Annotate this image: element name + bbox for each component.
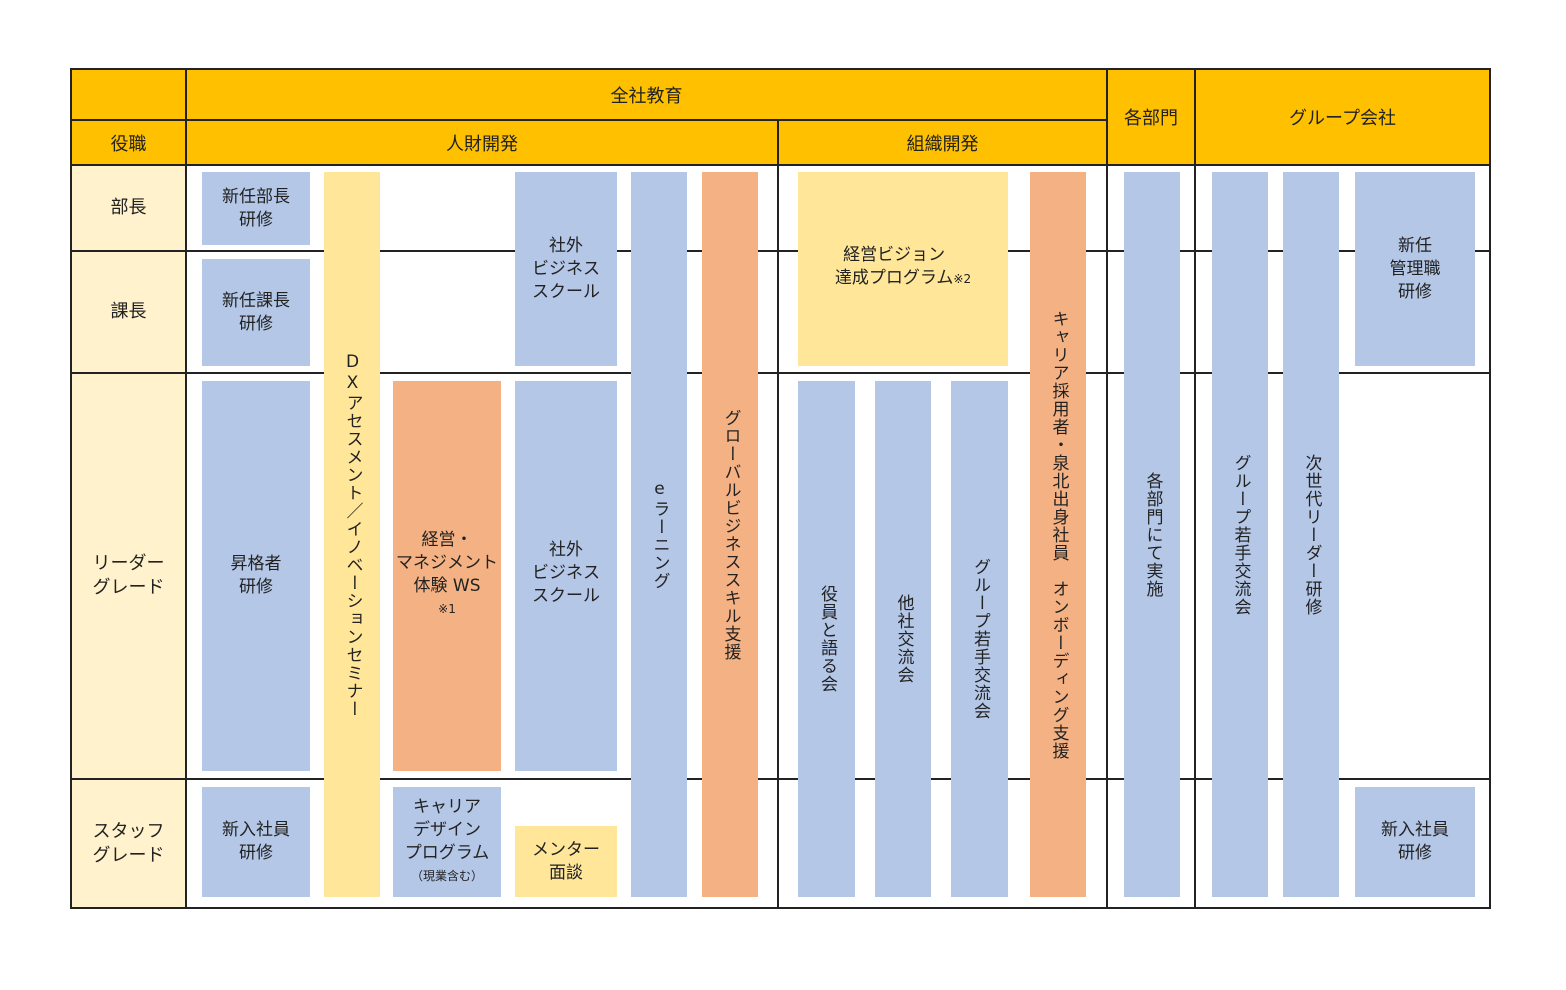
program-dx-label: DXアセスメント／イノベーションセミナー [342,351,363,718]
program-kakubumon-label: 各部門にて実施 [1142,471,1163,598]
program-global-label: グローバルビジネススキル支援 [720,408,741,661]
program-shinnin-kanri: 新任 管理職 研修 [1355,172,1475,366]
program-career-design-label: キャリア デザイン プログラム [404,797,490,863]
divider [71,164,1491,166]
program-vision-note: ※2 [953,272,972,286]
divider [71,119,1107,121]
program-group-wakate-2: グループ若手交流会 [1212,172,1268,897]
program-career-design: キャリア デザイン プログラム （現業含む） [393,787,501,897]
program-vision: 経営ビジョン 達成プログラム※2 [798,172,1008,366]
header-soshiki: 組織開発 [778,120,1107,165]
program-keiei-ws: 経営・ マネジメント 体験 WS ※1 [393,381,501,771]
program-elearning: eラーニング [631,172,687,897]
divider [71,907,1491,909]
divider [1194,68,1196,909]
program-jisedai: 次世代リーダー研修 [1283,172,1339,897]
program-shinnin-kacho: 新任課長 研修 [202,259,310,366]
header-zensha: 全社教育 [186,69,1107,120]
divider [777,119,779,909]
program-group-wakate-1-label: グループ若手交流会 [970,558,990,720]
divider [70,68,72,909]
program-global: グローバルビジネススキル支援 [702,172,758,897]
header-kakubumon: 各部門 [1107,69,1195,165]
role-staff: スタッフ グレード [71,779,186,908]
role-leader: リーダー グレード [71,373,186,779]
program-career-saiyo-label: キャリア採用者・泉北出身社員 オンボーディング支援 [1048,309,1069,760]
program-shagai-2: 社外 ビジネス スクール [515,381,617,771]
program-keiei-ws-label: 経営・ マネジメント 体験 WS [396,530,498,596]
divider [1489,68,1491,909]
program-mentor: メンター 面談 [515,826,617,897]
divider [71,68,1491,70]
header-jinzai: 人財開発 [186,120,778,165]
program-tasha-label: 他社交流会 [893,594,914,684]
program-yakuin-label: 役員と語る会 [817,585,837,693]
role-bucho: 部長 [71,165,186,251]
program-keiei-ws-note: ※1 [438,602,456,616]
program-kakubumon: 各部門にて実施 [1124,172,1180,897]
program-elearning-label: eラーニング [649,479,670,590]
program-yakuin: 役員と語る会 [798,381,855,897]
program-shinnin-bucho: 新任部長 研修 [202,172,310,245]
program-shinnyu-group: 新入社員 研修 [1355,787,1475,897]
divider [71,778,1491,780]
role-kacho: 課長 [71,251,186,373]
program-career-design-note: （現業含む） [410,869,483,883]
divider [185,68,187,909]
program-dx: DXアセスメント／イノベーションセミナー [324,172,380,897]
program-vision-label: 経営ビジョン 達成プログラム [834,245,954,288]
program-tasha: 他社交流会 [875,381,931,897]
header-group: グループ会社 [1195,69,1490,165]
header-yakushoku: 役職 [71,120,186,165]
program-career-saiyo: キャリア採用者・泉北出身社員 オンボーディング支援 [1030,172,1086,897]
header-blank [71,69,186,120]
program-group-wakate-1: グループ若手交流会 [951,381,1008,897]
program-group-wakate-2-label: グループ若手交流会 [1230,453,1251,616]
program-shagai-2-label: 社外 ビジネス スクール [532,540,600,606]
divider [71,372,1491,374]
divider [1106,68,1108,909]
divider [71,250,1491,252]
program-jisedai-label: 次世代リーダー研修 [1301,453,1322,616]
program-shagai-1: 社外 ビジネス スクール [515,172,617,366]
program-shinnyu: 新入社員 研修 [202,787,310,897]
program-shokakusha: 昇格者 研修 [202,381,310,771]
